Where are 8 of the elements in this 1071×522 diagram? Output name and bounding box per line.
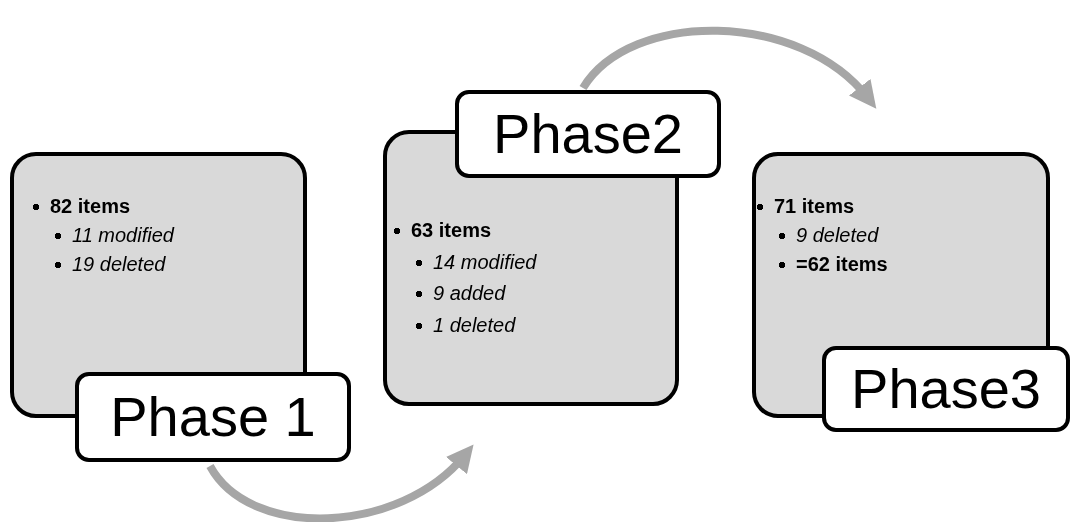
phase-title: Phase 1 [75, 372, 351, 462]
curved-arrow [579, 26, 878, 108]
phase-title: Phase2 [455, 90, 721, 178]
curved-arrow [206, 445, 475, 522]
phase-card [752, 152, 1070, 432]
phase-card [10, 152, 351, 462]
phase-card [383, 90, 721, 406]
phase-title: Phase3 [822, 346, 1070, 432]
